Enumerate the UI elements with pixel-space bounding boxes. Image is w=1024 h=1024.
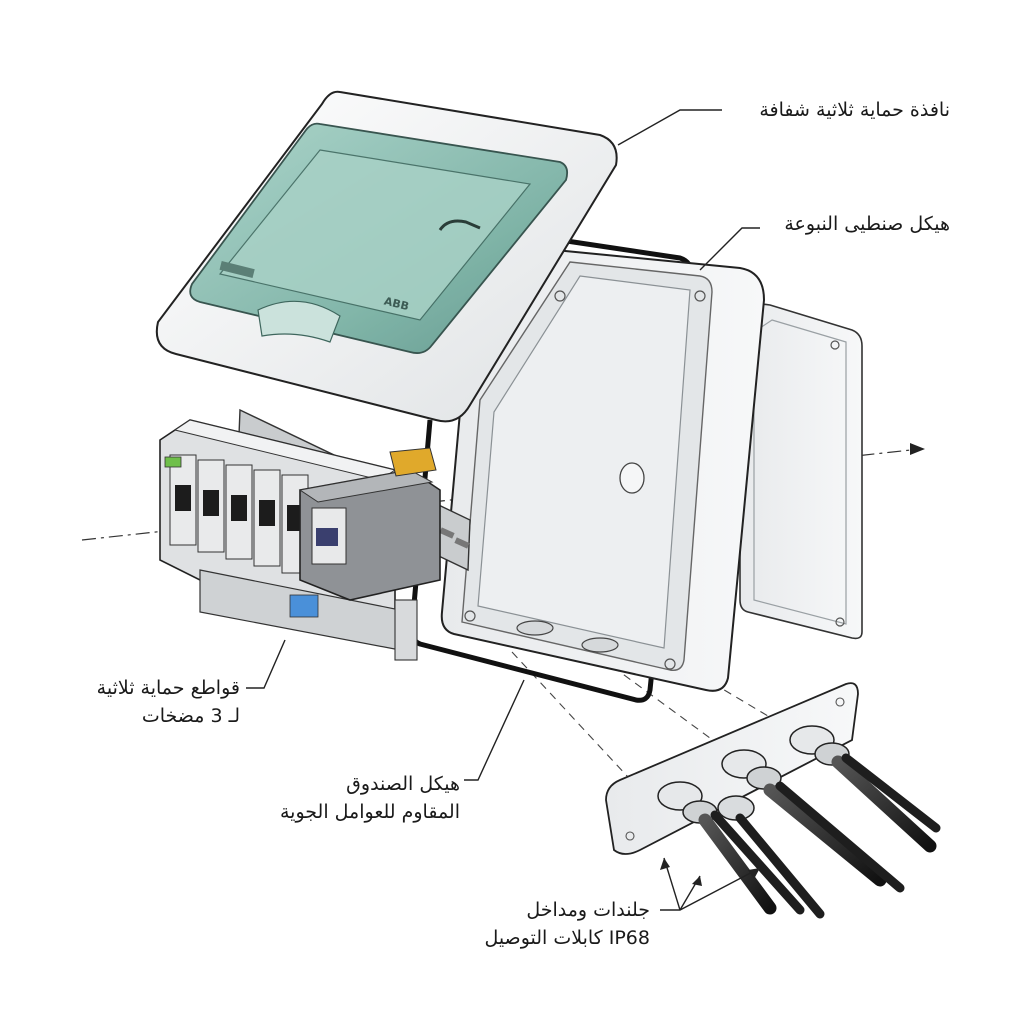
label-glands-line-1: جلندات ومداخل bbox=[526, 899, 650, 921]
label-breakers: قواطع حماية ثلاثية لـ 3 مضخات bbox=[60, 674, 240, 730]
din-rail-slots bbox=[439, 527, 470, 549]
leader-arrowheads bbox=[660, 858, 760, 886]
label-enclosure-line-2: المقاوم للعوامل الجوية bbox=[280, 801, 460, 823]
brand-mark: ABB bbox=[383, 295, 411, 314]
label-glands: جلندات ومداخل IP68 كابلات التوصيل bbox=[440, 896, 650, 952]
label-backplate-frame-text: هيكل صنطيى النبوعة bbox=[784, 213, 950, 235]
enclosure-box bbox=[440, 248, 766, 692]
label-breakers-line-1: قواطع حماية ثلاثية bbox=[96, 677, 240, 699]
label-glands-line-2: IP68 كابلات التوصيل bbox=[484, 927, 650, 949]
front-window-cover: ABB bbox=[155, 90, 618, 423]
breaker-assembly bbox=[159, 419, 441, 661]
cable-glands bbox=[657, 725, 941, 919]
label-window: نافذة حماية ثلاثية شفافة bbox=[700, 96, 950, 124]
label-enclosure-line-1: هيكل الصندوق bbox=[346, 773, 460, 795]
label-backplate-frame: هيكل صنطيى النبوعة bbox=[740, 210, 950, 238]
axis-arrow-icon bbox=[910, 443, 925, 455]
label-window-text: نافذة حماية ثلاثية شفافة bbox=[759, 99, 950, 121]
label-enclosure: هيكل الصندوق المقاوم للعوامل الجوية bbox=[230, 770, 460, 826]
label-breakers-line-2: لـ 3 مضخات bbox=[141, 705, 240, 727]
